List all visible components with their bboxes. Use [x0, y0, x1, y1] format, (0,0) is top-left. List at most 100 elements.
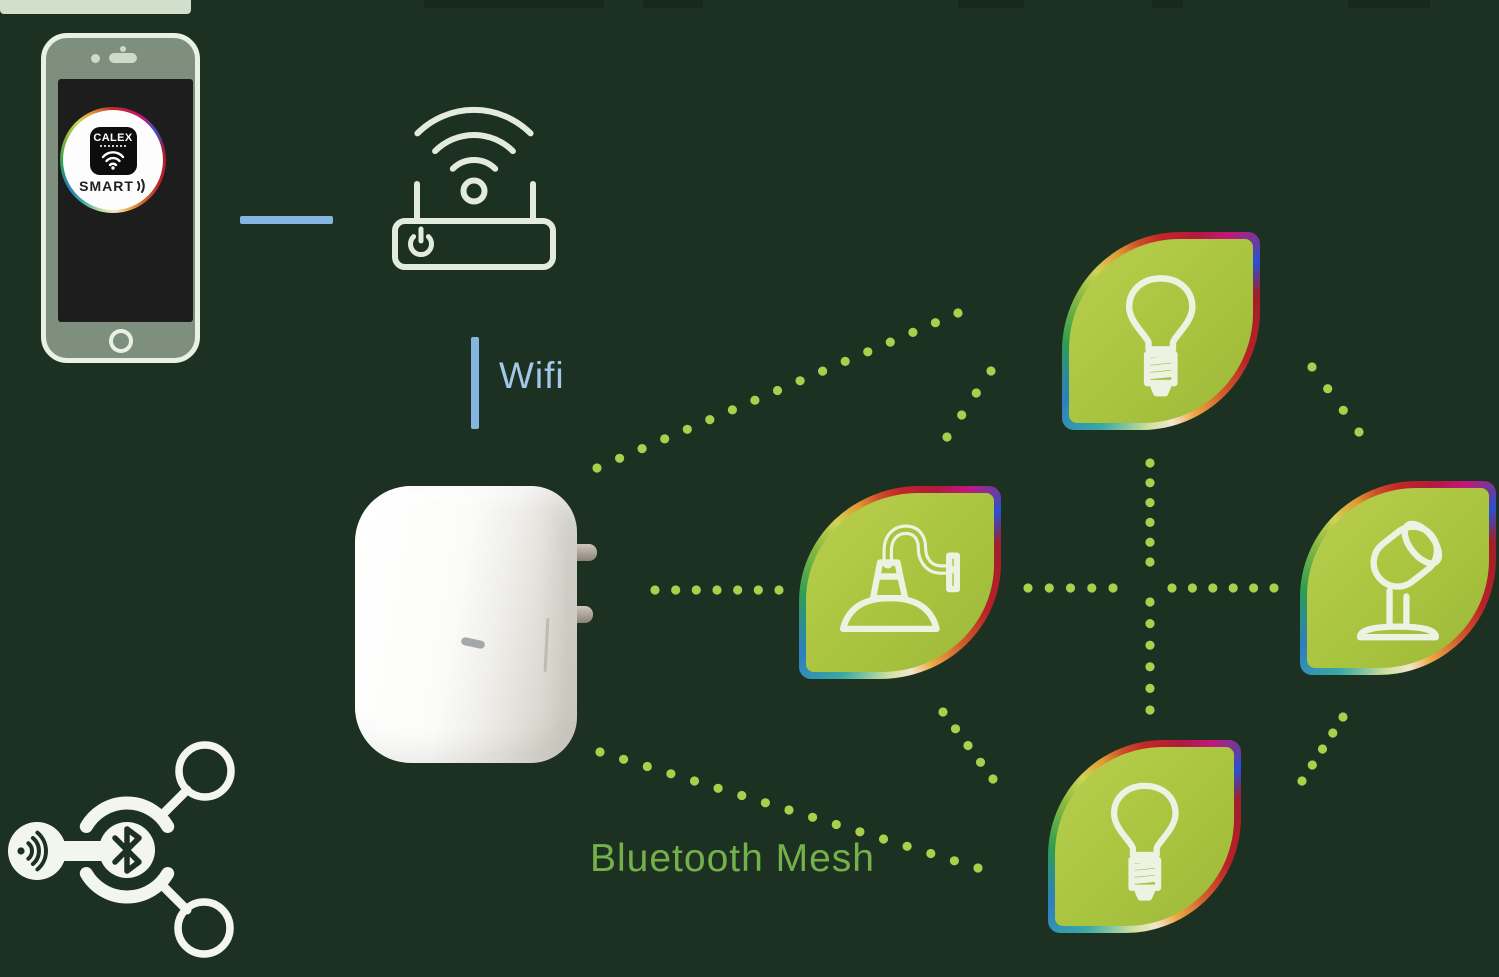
mesh-dot: [760, 798, 771, 808]
mesh-dot: [774, 585, 784, 595]
leaf-background: [806, 493, 994, 672]
mesh-dot: [808, 812, 818, 822]
calex-sub-marks: [100, 144, 126, 147]
mesh-dot: [1307, 362, 1317, 372]
mesh-dot: [671, 585, 681, 595]
mesh-dot: [1323, 384, 1333, 394]
mesh-dot: [950, 724, 961, 734]
mesh-dot: [592, 463, 602, 473]
leaf-background: [1055, 747, 1234, 926]
smart-bulb-leaf-bottom: [1048, 740, 1241, 933]
wifi-icon: [101, 151, 125, 170]
mesh-dot: [1145, 619, 1155, 629]
mesh-dot: [737, 790, 747, 801]
phone-camera-dot: [91, 54, 100, 63]
mesh-dot: [1354, 427, 1364, 437]
mesh-dot: [863, 347, 873, 357]
calex-brand-text: CALEX: [93, 132, 133, 144]
calex-app-icon: CALEX: [89, 126, 137, 175]
mesh-dot: [878, 834, 889, 844]
mesh-dot: [1297, 776, 1307, 786]
mesh-dot: [1228, 583, 1238, 593]
mesh-dot: [750, 395, 760, 405]
mesh-dot: [1145, 458, 1155, 468]
smart-wordmark: SMART: [79, 178, 147, 194]
mesh-dot: [949, 856, 960, 866]
mesh-dot: [1044, 583, 1054, 593]
mesh-dot: [1338, 405, 1348, 415]
mesh-dot: [908, 327, 918, 337]
mesh-dot: [988, 774, 998, 784]
leaf-background: [1069, 239, 1253, 423]
mesh-dot: [1307, 760, 1317, 770]
mesh-dot: [1145, 557, 1155, 567]
app-badge-circle: CALEX SMART: [63, 110, 163, 210]
light-bulb-icon: [1126, 275, 1196, 397]
mesh-dot: [971, 388, 981, 398]
mesh-dot: [689, 776, 700, 786]
mesh-dot: [1023, 583, 1033, 593]
mesh-dot: [930, 318, 941, 328]
mesh-dot: [1108, 583, 1118, 593]
phone-sensor-dot: [120, 46, 126, 52]
mesh-dot: [1145, 683, 1155, 694]
mesh-dot: [1145, 478, 1155, 488]
phone-router-connector: [240, 216, 333, 224]
phone-speaker: [109, 53, 137, 63]
mesh-dot: [713, 783, 723, 793]
mesh-dot: [926, 848, 936, 859]
mesh-dot: [1187, 583, 1197, 593]
mesh-dot: [1208, 583, 1218, 593]
mesh-dot: [705, 415, 715, 425]
mesh-dot: [795, 376, 805, 386]
phone-home-button: [109, 329, 133, 353]
smart-gateway-plug: [355, 486, 577, 763]
mesh-dot: [1328, 728, 1338, 738]
mesh-dot: [1145, 537, 1155, 547]
cropped-ui-strip: [1152, 0, 1183, 8]
mesh-dot: [1145, 640, 1155, 650]
mesh-dot: [712, 585, 722, 595]
mesh-dot: [619, 754, 629, 764]
mesh-dot: [975, 757, 986, 767]
mesh-dot: [666, 769, 676, 779]
mesh-dot: [1145, 498, 1155, 508]
mesh-dot: [753, 585, 763, 595]
smartphone: CALEX SMART: [41, 33, 200, 363]
mesh-dot: [637, 444, 647, 454]
mesh-dot: [831, 819, 841, 830]
smart-wall-lamp-leaf: [799, 486, 1001, 679]
mesh-dot: [1145, 597, 1155, 607]
mesh-dot: [660, 434, 670, 444]
mesh-dot: [840, 356, 850, 366]
mesh-dot: [727, 405, 738, 415]
mesh-dot: [1065, 583, 1076, 593]
mesh-dot: [650, 585, 660, 595]
mesh-dot: [938, 707, 948, 717]
mesh-dot: [615, 453, 625, 463]
mesh-dot: [1145, 517, 1155, 528]
signal-wave-icon: [136, 178, 145, 193]
leaf-background: [1307, 488, 1489, 668]
mesh-dot: [942, 432, 952, 442]
cropped-ui-strip: [1348, 0, 1430, 8]
mesh-dot: [1317, 744, 1328, 754]
spotlight-icon: [1356, 520, 1443, 641]
wifi-label: Wifi: [499, 355, 565, 396]
router-gateway-connector: [471, 337, 479, 429]
light-bulb-icon: [1110, 782, 1179, 901]
mesh-dot: [595, 747, 605, 757]
mesh-dot: [902, 841, 912, 851]
mesh-dot: [957, 410, 967, 420]
mesh-dot: [855, 827, 865, 837]
wifi-router-icon: [392, 107, 556, 270]
mesh-dot: [1249, 583, 1259, 593]
mesh-dot: [772, 385, 783, 396]
mesh-dot: [818, 366, 828, 376]
wall-lamp-icon: [839, 524, 960, 632]
mesh-dot: [691, 585, 701, 595]
mesh-dot: [1269, 583, 1279, 593]
mesh-dot: [973, 863, 983, 873]
smart-spotlight-leaf: [1300, 481, 1496, 675]
